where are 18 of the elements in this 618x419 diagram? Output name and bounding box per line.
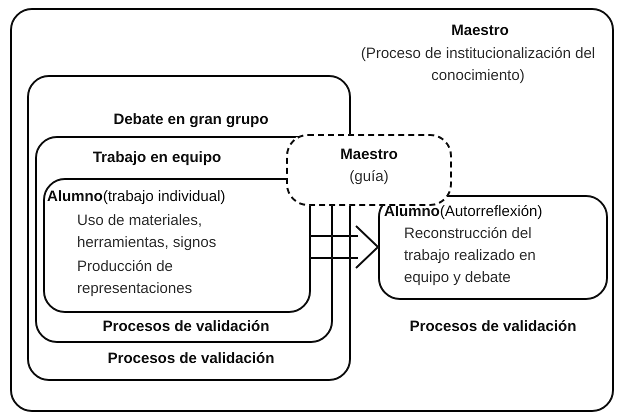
box-text: Procesos de validación xyxy=(106,349,276,369)
box-heading: Trabajo en equipo xyxy=(92,148,222,168)
outer-panel xyxy=(10,8,614,412)
team-panel xyxy=(35,136,333,343)
box-text: Procesos de validación xyxy=(102,317,270,337)
box-heading: Maestro xyxy=(450,21,510,41)
box-heading: Maestro xyxy=(339,145,399,165)
box-heading: Alumno(Autorreflexión) xyxy=(384,202,544,222)
box-text: Reconstrucción del trabajo realizado en equipo y debate xyxy=(404,224,537,288)
box-text: (guía) xyxy=(348,167,390,187)
box-text: Uso de materiales, herramientas, signos xyxy=(77,211,218,253)
box-text: Producción de representaciones xyxy=(77,257,194,299)
student-box xyxy=(43,178,311,313)
box-text: (Proceso de institucionalización del conocimiento) xyxy=(360,44,596,86)
box-heading: Alumno(trabajo individual) xyxy=(47,187,226,207)
box-heading: Debate en gran grupo xyxy=(112,110,270,130)
hollow-arrow xyxy=(310,225,380,269)
box-caption: Procesos de validación xyxy=(408,317,578,337)
